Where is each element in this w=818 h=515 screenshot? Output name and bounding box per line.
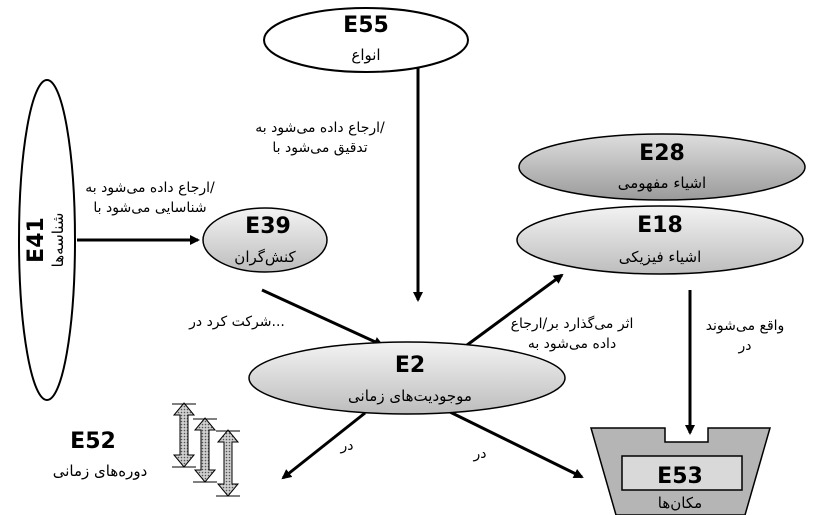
- node-e53: E53 مکان‌ها: [657, 464, 703, 512]
- node-e2-label: موجودیت‌های زمانی: [348, 387, 472, 405]
- edge-label-e2-e18: اثر می‌گذارد بر/ارجاع داده می‌شود به: [511, 315, 634, 352]
- edge-label-line: داده می‌شود به: [528, 336, 616, 352]
- node-e55: E55 انواع: [263, 7, 469, 73]
- arrow-e2-to-e52: [281, 411, 366, 480]
- node-e53-code: E53: [657, 464, 703, 489]
- time-periods-icon: [172, 402, 240, 497]
- node-e39: E39 کنش‌گران: [202, 207, 328, 273]
- node-e39-label: کنش‌گران: [234, 248, 296, 266]
- node-e2-code: E2: [395, 353, 425, 378]
- edge-label-line: شرکت کرد در...: [188, 314, 285, 330]
- arrow-e2-to-e18: [462, 273, 564, 350]
- edge-label-line: در: [340, 438, 354, 454]
- edge-label-line: در: [473, 446, 487, 462]
- edge-label-line: شناسایی می‌شود با: [93, 200, 206, 216]
- edge-label-line: تدقیق می‌شود با: [272, 140, 367, 156]
- node-e55-code: E55: [343, 13, 389, 38]
- node-e39-code: E39: [245, 214, 291, 239]
- node-e18: E18 اشیاء فیزیکی: [516, 205, 804, 275]
- node-e52-label: دوره‌های زمانی: [53, 462, 148, 480]
- arrow-e2-to-e53: [449, 410, 584, 479]
- node-e28-label: اشیاء مفهومی: [618, 174, 706, 192]
- edge-label-e2-e52: در: [340, 438, 354, 454]
- edge-label-line: در: [738, 338, 752, 354]
- edge-label-e39-e2: شرکت کرد در...: [188, 314, 285, 330]
- node-e28: E28 اشیاء مفهومی: [518, 133, 806, 201]
- edge-label-e41-e39: ارجاع داده می‌شود به/ شناسایی می‌شود با: [85, 180, 215, 216]
- node-e52: E52 دوره‌های زمانی: [53, 429, 148, 480]
- node-e55-label: انواع: [351, 46, 380, 64]
- node-e2: E2 موجودیت‌های زمانی: [248, 341, 566, 415]
- node-e41-label: شناسه‌ها: [49, 213, 67, 268]
- edge-label-e18-e53: واقع می‌شوند در: [706, 318, 785, 354]
- node-e41-code: E41: [24, 217, 49, 263]
- node-e18-code: E18: [637, 213, 683, 238]
- edge-label-e55-e2: ارجاع داده می‌شود به/ تدقیق می‌شود با: [255, 120, 385, 156]
- node-e53-label: مکان‌ها: [658, 494, 702, 512]
- edge-label-line: ارجاع داده می‌شود به/: [255, 120, 385, 136]
- edge-label-line: اثر می‌گذارد بر/ارجاع: [511, 315, 634, 332]
- places-icon: [590, 427, 771, 515]
- edge-label-line: ارجاع داده می‌شود به/: [85, 180, 215, 196]
- edge-label-line: واقع می‌شوند: [706, 318, 785, 334]
- edge-label-e2-e53: در: [473, 446, 487, 462]
- node-e41: E41 شناسه‌ها: [18, 79, 76, 401]
- node-e52-code: E52: [70, 429, 116, 454]
- node-e28-code: E28: [639, 141, 685, 166]
- node-e18-label: اشیاء فیزیکی: [619, 248, 702, 266]
- arrow-e39-to-e2: [261, 288, 384, 347]
